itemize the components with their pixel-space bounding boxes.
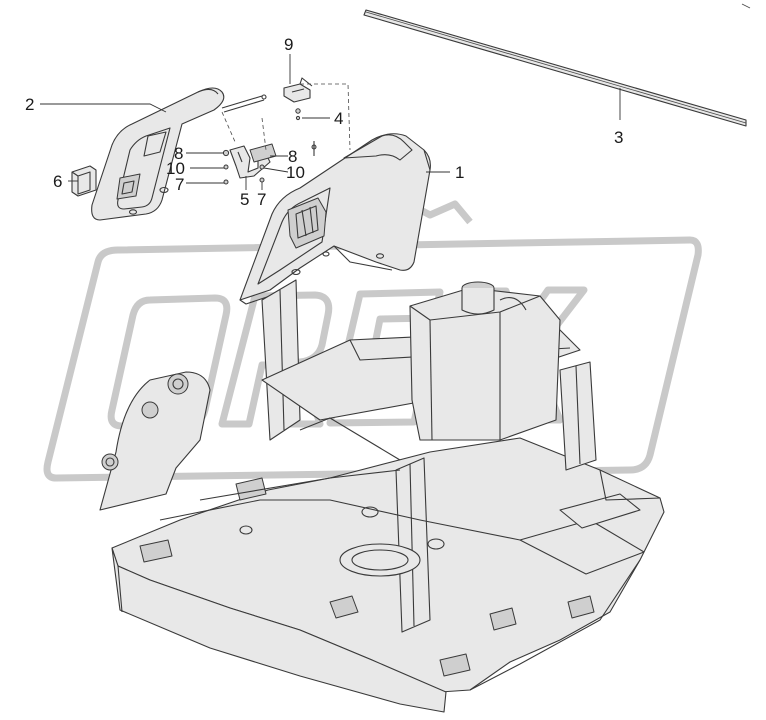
- hood-guard-part-1: [239, 133, 431, 305]
- callout-1: 1: [455, 163, 464, 182]
- callout-3: 3: [614, 128, 623, 147]
- side-panel-part-2: [91, 87, 225, 221]
- fasteners: [222, 108, 317, 185]
- leader-lines: [40, 54, 621, 190]
- callouts: 1 2 3 4 5 6 7 7 8 8 9 10 10: [25, 35, 623, 209]
- callout-7-left: 7: [175, 175, 184, 194]
- hinge-bracket-part-5: [229, 143, 277, 179]
- latch-part-6: [71, 165, 97, 197]
- bracket-part-9: [283, 77, 313, 103]
- callout-8-right: 8: [288, 147, 297, 166]
- callout-4: 4: [334, 109, 343, 128]
- callout-9: 9: [284, 35, 293, 54]
- callout-5: 5: [240, 190, 249, 209]
- callout-7-right: 7: [257, 190, 266, 209]
- callout-6: 6: [53, 172, 62, 191]
- callout-8-left: 8: [174, 144, 183, 163]
- rod-part-3: [363, 3, 751, 127]
- callout-2: 2: [25, 95, 34, 114]
- callout-10-right: 10: [286, 163, 305, 182]
- main-frame: [99, 279, 665, 713]
- gas-spring: [221, 94, 267, 113]
- callout-10-left: 10: [166, 159, 185, 178]
